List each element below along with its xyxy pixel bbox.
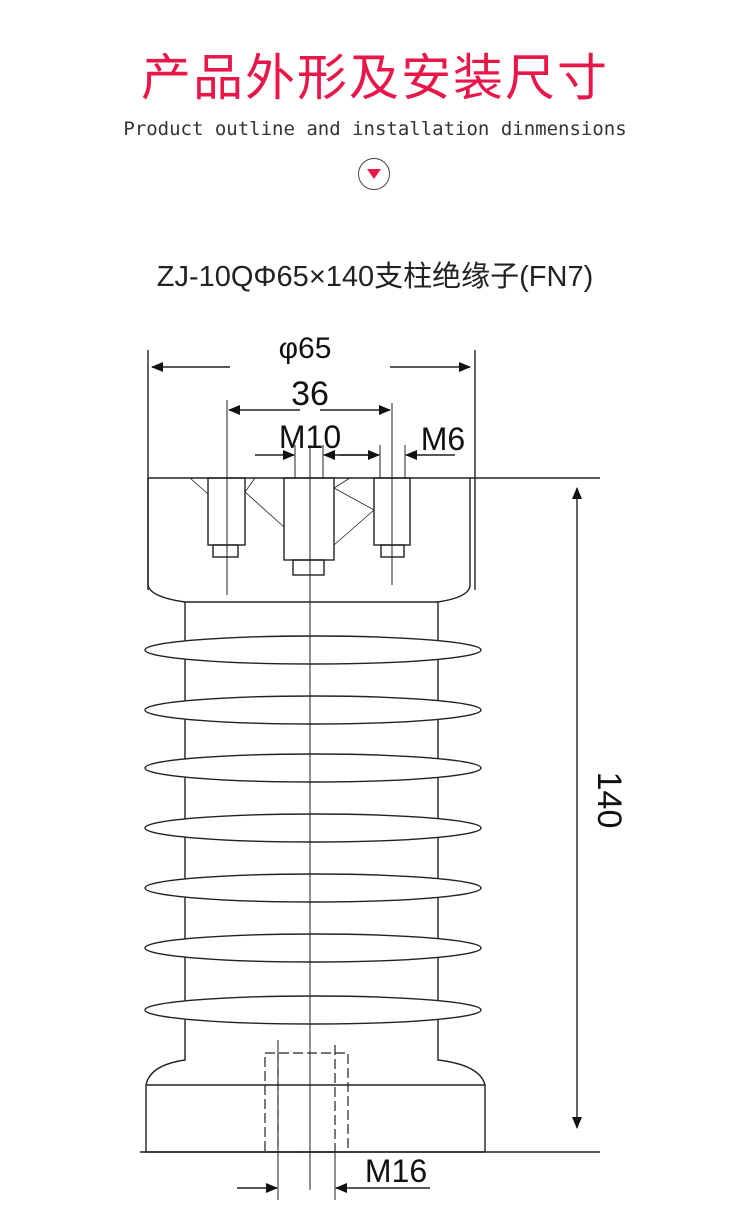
section-subtitle: Product outline and installation dinmens… — [123, 118, 627, 140]
dim-diameter-label: φ65 — [279, 332, 332, 365]
sheds — [144, 635, 482, 1025]
dim-side-thread-label: M6 — [421, 421, 465, 457]
dim-bolt-spacing-label: 36 — [291, 375, 329, 413]
dim-bottom-thread-label: M16 — [365, 1153, 427, 1189]
dim-height-label: 140 — [590, 772, 628, 829]
product-title: ZJ-10QΦ65×140支柱绝缘子(FN7) — [156, 261, 594, 293]
section-title: 产品外形及安装尺寸 — [141, 49, 609, 107]
chevron-down-circle-icon[interactable] — [358, 158, 390, 190]
dim-center-thread-label: M10 — [279, 419, 341, 455]
